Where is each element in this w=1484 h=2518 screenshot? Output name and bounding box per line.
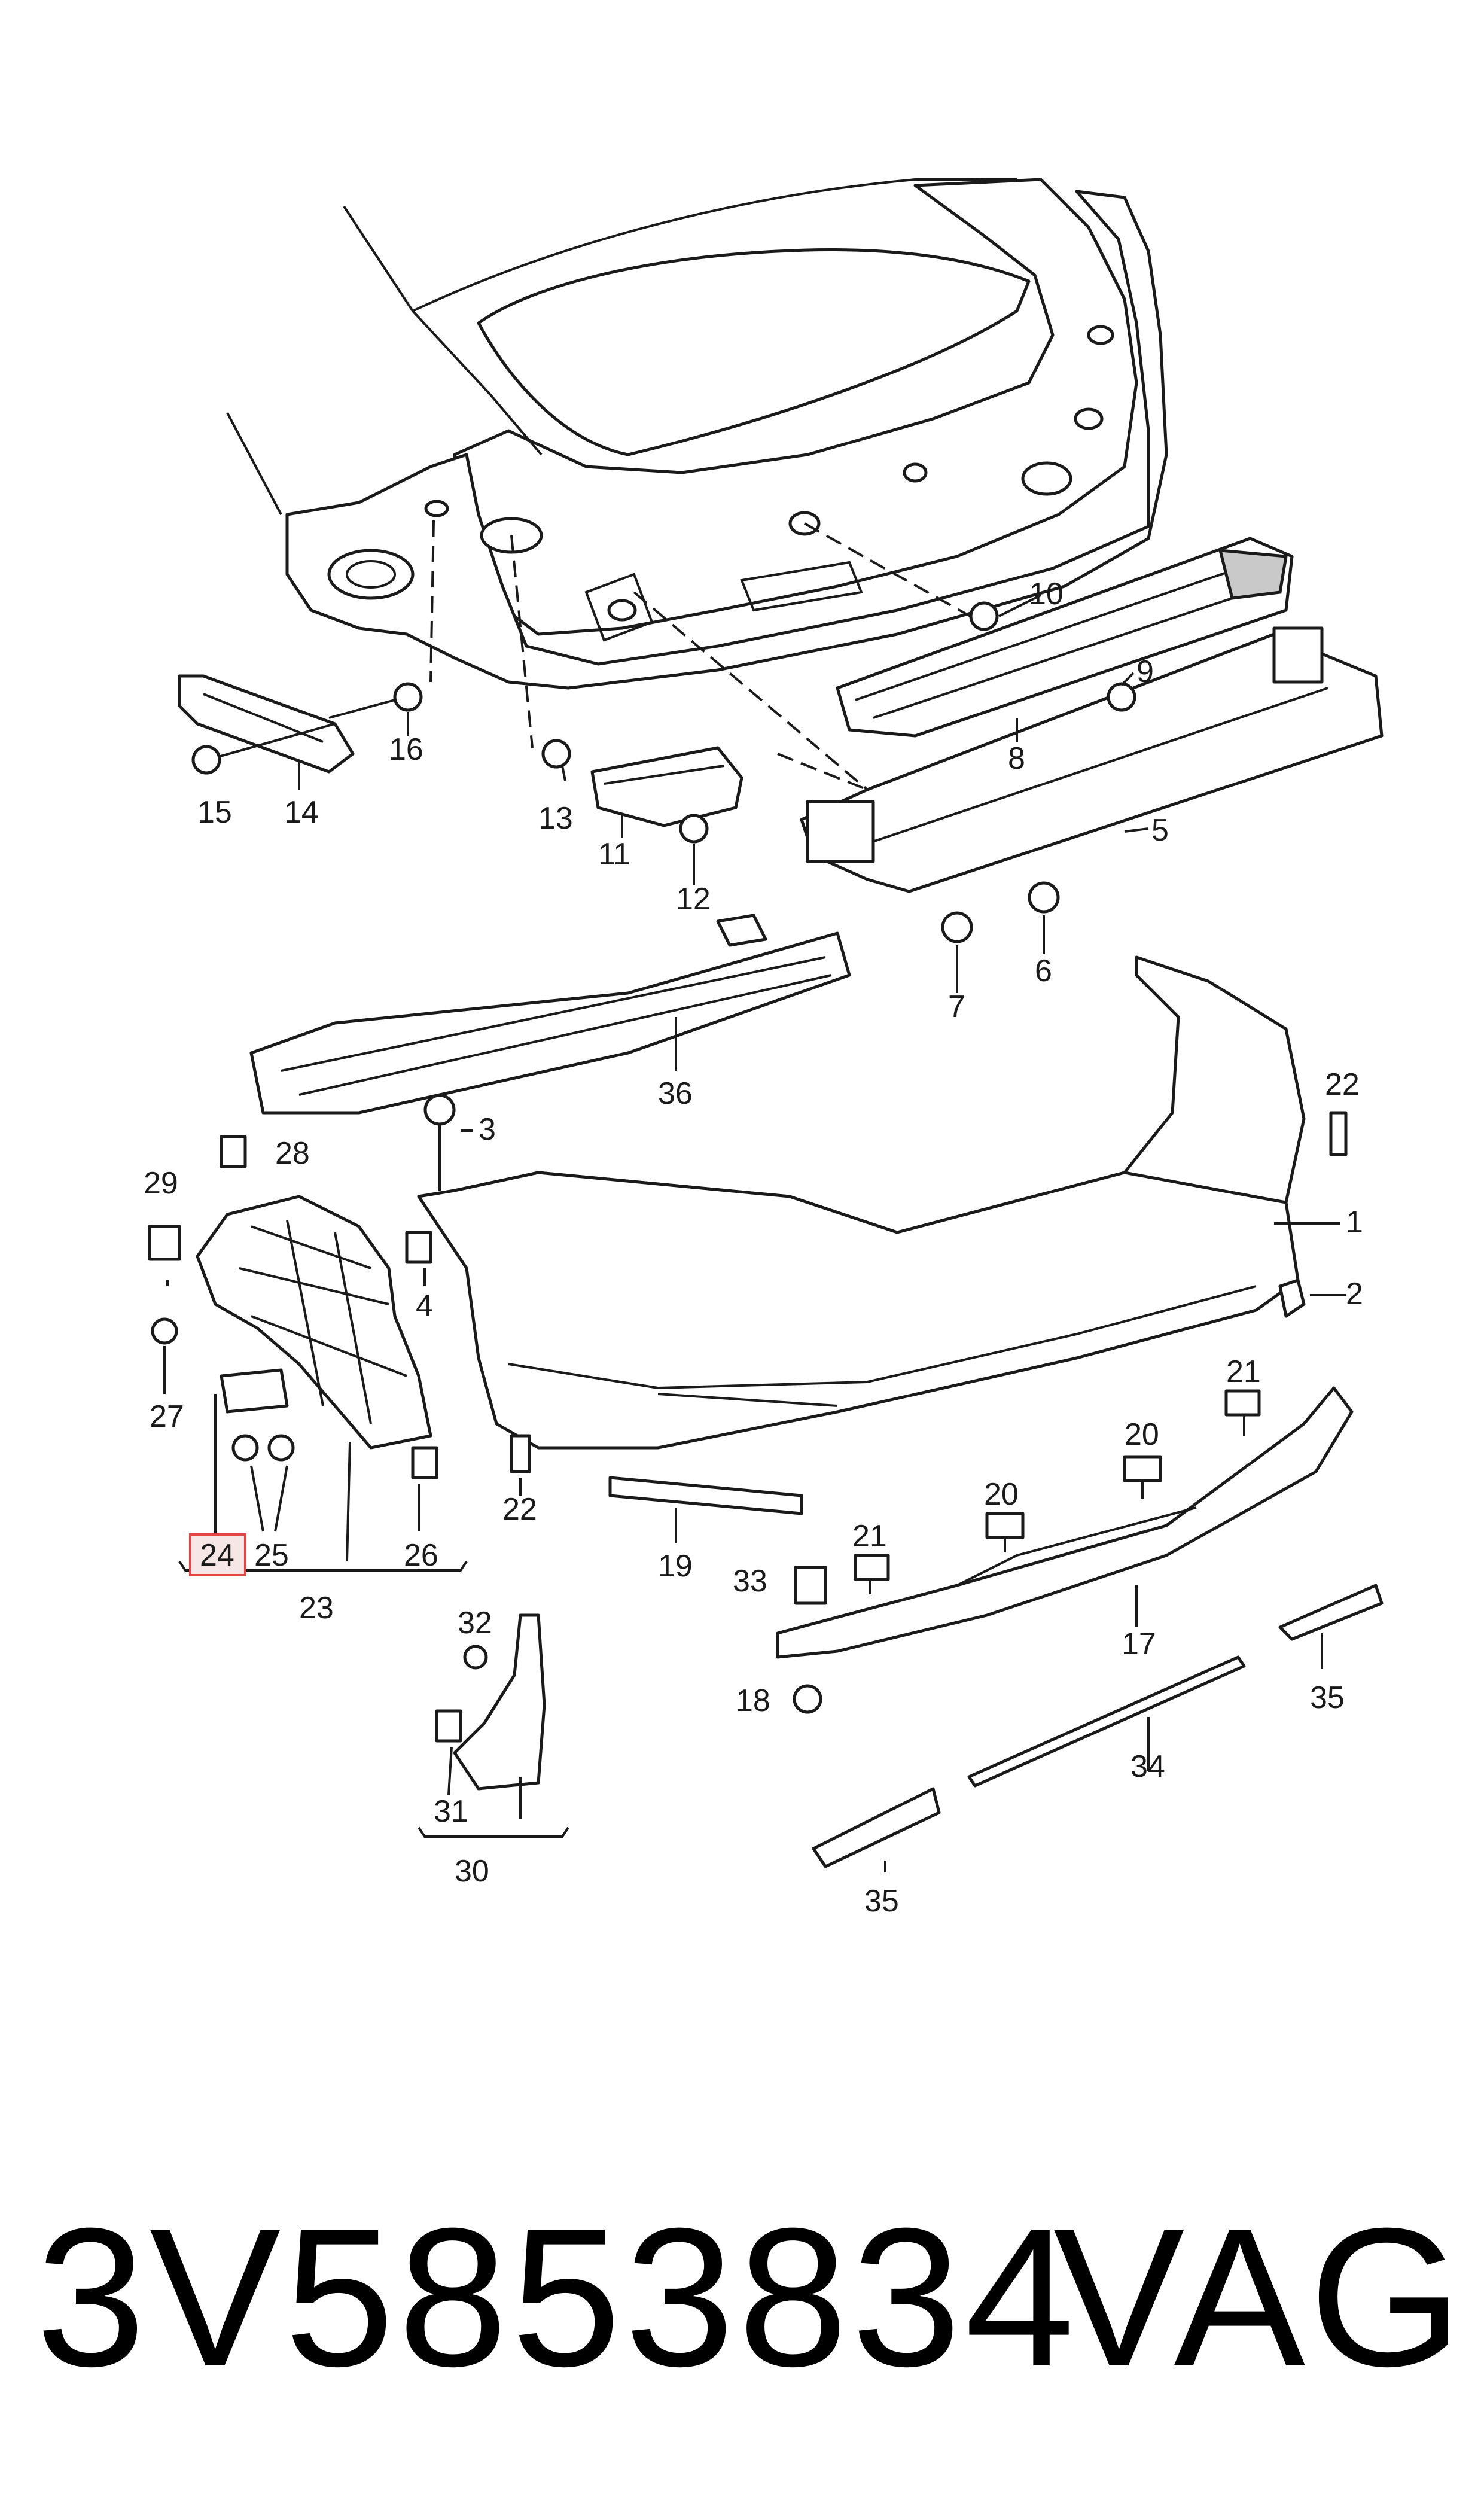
callout-7: 7 (948, 989, 965, 1024)
part-20-clip-a (1123, 1455, 1162, 1482)
part-22-bracket-right (1329, 1111, 1348, 1156)
callout-26: 26 (404, 1538, 438, 1573)
callout-34: 34 (1130, 1749, 1165, 1784)
part-25-screws (231, 1434, 295, 1462)
callout-36: 36 (658, 1076, 693, 1111)
part-22-bracket-left (510, 1434, 531, 1473)
callout-6: 6 (1035, 954, 1052, 988)
part-27-screw (151, 1317, 178, 1345)
callout-21b: 21 (852, 1519, 887, 1554)
callout-12: 12 (676, 882, 711, 917)
part-13-screw (541, 739, 571, 769)
part-11-guide-profile-center (590, 746, 743, 827)
callout-16: 16 (389, 732, 423, 767)
part-19-trim-strip (608, 1476, 803, 1515)
callout-35a: 35 (1310, 1680, 1345, 1715)
part-6-bolt (1028, 881, 1060, 914)
callout-29: 29 (144, 1166, 178, 1201)
part-16-screw (328, 682, 423, 719)
part-9-nut (1107, 682, 1136, 712)
part-8-cover-plate (836, 537, 1294, 738)
part-24-cover (220, 1368, 289, 1414)
callout-19: 19 (658, 1549, 693, 1584)
part-36-energy-absorber (249, 914, 851, 1115)
callout-18: 18 (736, 1683, 770, 1718)
part-35-trim-left (812, 1787, 941, 1868)
part-32-screw (463, 1645, 488, 1670)
callout-25: 25 (254, 1538, 289, 1573)
part-30-mudflap (453, 1613, 546, 1791)
leader-lines (163, 594, 1346, 1872)
callout-17: 17 (1122, 1627, 1156, 1661)
callout-9: 9 (1136, 654, 1154, 689)
part-28-clip (220, 1135, 247, 1168)
part-number-text: 3V5853834 (36, 2187, 1078, 2407)
callout-30: 30 (455, 1854, 489, 1889)
part-23-wheel-housing-liner (196, 1195, 432, 1450)
callout-8: 8 (1008, 741, 1025, 776)
callout-22a: 22 (1325, 1067, 1360, 1102)
callout-24: 24 (200, 1538, 234, 1573)
callout-20b: 20 (984, 1477, 1019, 1512)
callout-22b: 22 (502, 1492, 537, 1527)
part-31-clip (435, 1709, 462, 1743)
car-body-rear (226, 178, 1168, 791)
callout-15: 15 (197, 795, 232, 830)
callout-3: 3 (479, 1112, 496, 1147)
callout-31: 31 (434, 1794, 468, 1829)
callout-14: 14 (284, 795, 319, 830)
callout-33: 33 (733, 1564, 767, 1599)
callout-5: 5 (1151, 813, 1169, 848)
part-3-screw (423, 1094, 456, 1191)
part-10-bolt (969, 601, 999, 631)
part-4-clip (405, 1231, 432, 1264)
callout-23: 23 (299, 1591, 334, 1625)
part-33-clip (794, 1566, 827, 1605)
callout-35b: 35 (864, 1884, 899, 1919)
callout-2: 2 (1346, 1277, 1363, 1311)
part-29-pad (148, 1225, 181, 1261)
callout-32: 32 (458, 1606, 492, 1640)
callout-4: 4 (416, 1289, 433, 1323)
callout-28: 28 (275, 1136, 310, 1171)
part-7-bolt (941, 911, 973, 943)
footer: 3V5853834 VAG (0, 2190, 1484, 2405)
part-26-clip (411, 1446, 438, 1479)
callout-13: 13 (538, 801, 573, 836)
part-34-trim-strip (967, 1655, 1246, 1788)
part-21-clip-b (854, 1554, 890, 1581)
part-35-trim-right (1278, 1584, 1384, 1641)
part-17-spoiler (776, 1386, 1354, 1659)
callout-20a: 20 (1125, 1417, 1159, 1452)
part-21-clip-a (1224, 1389, 1261, 1417)
callout-10: 10 (1029, 577, 1064, 611)
part-18-screw (793, 1684, 822, 1714)
callout-21a: 21 (1226, 1354, 1261, 1389)
part-15-screw (191, 723, 336, 775)
part-2-cap (1278, 1278, 1306, 1318)
highlight-box-24 (189, 1533, 246, 1576)
part-12-nut (679, 814, 709, 844)
part-1-bumper-cover (417, 955, 1306, 1450)
part-20-clip-b (985, 1512, 1025, 1539)
callout-11: 11 (598, 837, 630, 872)
brand-text: VAG (1053, 2187, 1466, 2407)
callout-1: 1 (1346, 1205, 1363, 1240)
part-5-bumper-bracket (800, 626, 1384, 893)
callout-27: 27 (150, 1399, 184, 1434)
callout-labels: 1 2 3 4 5 6 7 8 9 10 11 12 13 14 15 16 1… (144, 577, 1363, 1919)
